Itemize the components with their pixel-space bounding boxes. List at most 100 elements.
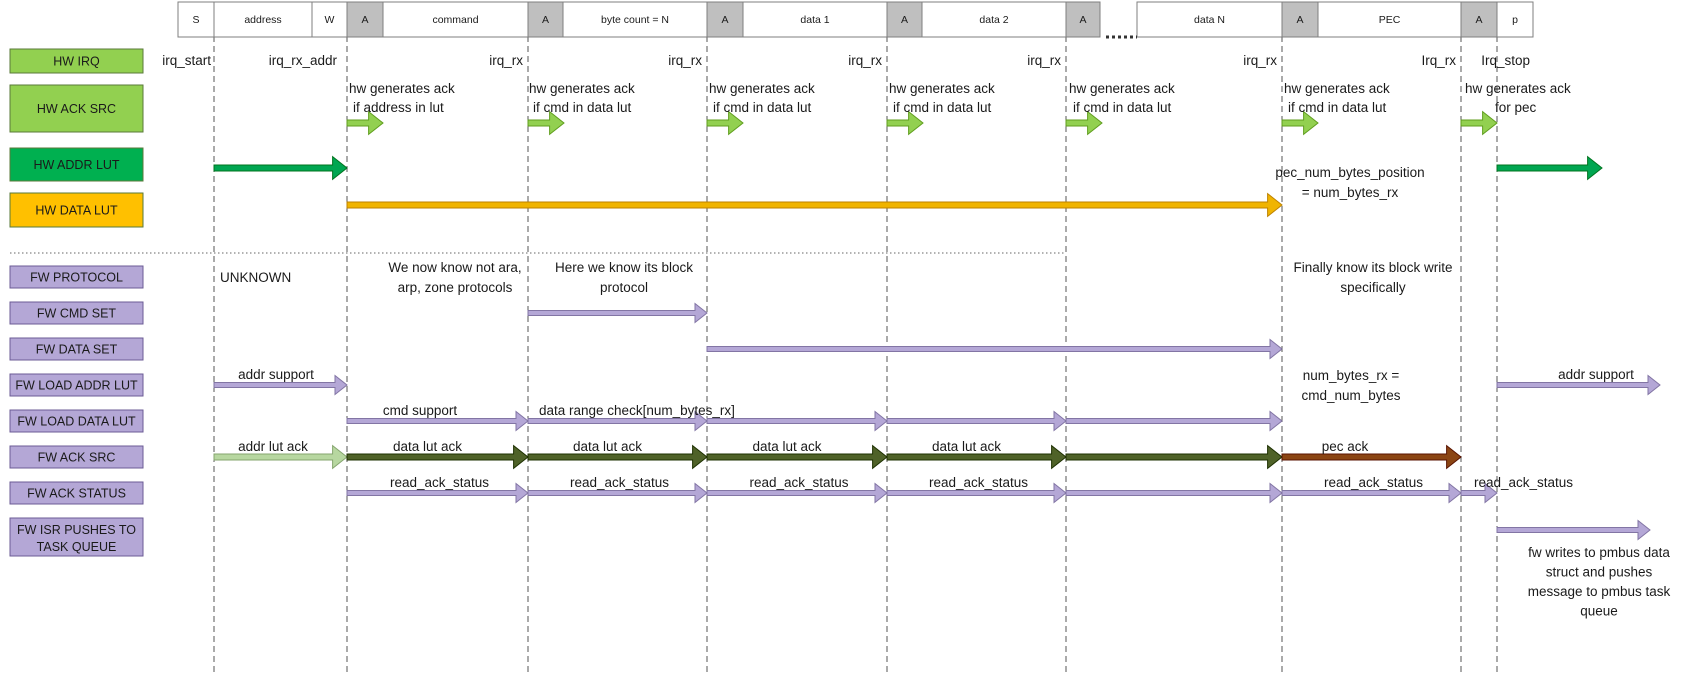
fw-lane-label: FW DATA SET: [36, 343, 118, 357]
protocol-unknown-note: UNKNOWN: [220, 270, 291, 285]
read-ack-status-label: read_ack_status: [1474, 475, 1573, 490]
fw-data-set-arrow: [706, 338, 1283, 360]
frame-cell: [921, 1, 1067, 38]
fw-ack-status-arrow: [1065, 482, 1283, 504]
read-ack-status-label: read_ack_status: [570, 475, 669, 490]
frame-cell-label: A: [1079, 14, 1086, 26]
fw-load-addr-lut-arrow: [213, 374, 348, 396]
frame-cell-label: W: [325, 14, 335, 26]
hw-addr-lut-arrow: [213, 155, 348, 181]
read-ack-status-label: read_ack_status: [390, 475, 489, 490]
frame-cell-label: PEC: [1379, 14, 1401, 26]
fw-lane-label-box: [9, 409, 144, 433]
fw-load-data-lut-arrow: [706, 410, 888, 432]
data-lut-ack-label: data lut ack: [393, 439, 462, 454]
fw-cmd-set-arrow: [527, 302, 708, 324]
pec-ack-label: pec ack: [1322, 439, 1369, 454]
frame-ack-cell: [527, 1, 564, 38]
frame-ack-cell: [1460, 1, 1498, 38]
fw-ack-status-arrow: [1281, 482, 1462, 504]
fw-ack-status-arrow: [346, 482, 529, 504]
hw-lane-label-box: [9, 48, 144, 74]
irq-label: irq_rx: [489, 53, 523, 68]
hw-ack-arrow: [527, 110, 565, 136]
addr-support-label: addr support: [238, 367, 314, 382]
data-range-check-label: data range check[num_bytes_rx]: [539, 403, 735, 418]
hw-ack-arrow: [346, 110, 384, 136]
fw-lane-label: FW CMD SET: [37, 307, 117, 321]
pec-position-note: pec_num_bytes_position= num_bytes_rx: [1275, 165, 1424, 200]
fw-data-lut-ack-arrow: [1065, 444, 1283, 470]
fw-pec-ack-arrow: [1281, 444, 1462, 470]
fw-load-addr-lut-arrow: [1496, 374, 1661, 396]
frame-cell-label: command: [432, 14, 478, 26]
addr-lut-ack-label: addr lut ack: [238, 439, 308, 454]
irq-label: irq_rx_addr: [269, 53, 338, 68]
frame-cell: [382, 1, 529, 38]
irq-label: irq_rx: [1027, 53, 1061, 68]
fw-lane-label-box: [9, 481, 144, 505]
data-lut-ack-label: data lut ack: [752, 439, 821, 454]
data-lut-ack-label: data lut ack: [932, 439, 1001, 454]
fw-data-lut-ack-arrow: [527, 444, 708, 470]
addr-support-label: addr support: [1558, 367, 1634, 382]
fw-lane-label-box: [9, 337, 144, 361]
fw-isr-push-arrow: [1496, 519, 1651, 541]
data-lut-ack-label: data lut ack: [573, 439, 642, 454]
fw-lane-label: FW ACK STATUS: [27, 487, 126, 501]
frame-cell-label: data N: [1194, 14, 1225, 26]
frame-cell-label: A: [1475, 14, 1482, 26]
fw-ack-status-arrow: [1460, 482, 1498, 504]
hw-ack-arrow: [1281, 110, 1319, 136]
fw-ack-status-arrow: [527, 482, 708, 504]
frame-cell: [742, 1, 888, 38]
fw-load-data-lut-arrow: [346, 410, 529, 432]
hw-ack-arrow: [706, 110, 744, 136]
fw-lane-label-box: [9, 445, 144, 469]
fw-lane-label: FW PROTOCOL: [30, 271, 123, 285]
fw-ack-status-arrow: [706, 482, 888, 504]
fw-ack-status-arrow: [886, 482, 1067, 504]
hw-lane-label: HW ACK SRC: [37, 102, 116, 116]
frame-cell-label: A: [1296, 14, 1303, 26]
fw-load-data-lut-arrow: [1065, 410, 1283, 432]
frame-cell-label: A: [542, 14, 549, 26]
irq-label: irq_start: [162, 53, 211, 68]
frame-ack-cell: [1281, 1, 1319, 38]
irq-label: Irq_stop: [1481, 53, 1530, 68]
hw-lane-label: HW IRQ: [53, 55, 100, 69]
fw-data-lut-ack-arrow: [706, 444, 888, 470]
hw-ack-arrow: [1460, 110, 1498, 136]
frame-cell: [1317, 1, 1462, 38]
frame-cell-label: A: [721, 14, 728, 26]
frame-cell-label: A: [901, 14, 908, 26]
fw-lane-label-box: [9, 265, 144, 289]
frame-cell: [213, 1, 313, 38]
frame-cell-label: data 1: [800, 14, 829, 26]
frame-cell-label: data 2: [979, 14, 1008, 26]
frame-cell-label: A: [361, 14, 368, 26]
fw-lane-label: FW LOAD DATA LUT: [17, 415, 136, 429]
frame-cell: [1136, 1, 1283, 38]
fw-load-data-lut-arrow: [886, 410, 1067, 432]
irq-label: Irq_rx: [1421, 53, 1456, 68]
num-bytes-note: num_bytes_rx =cmd_num_bytes: [1301, 368, 1400, 403]
read-ack-status-label: read_ack_status: [749, 475, 848, 490]
hw-lane-label-box: [9, 84, 144, 133]
cmd-support-label: cmd support: [383, 403, 458, 418]
frame-cell: [1496, 1, 1534, 38]
hw-lane-label: HW ADDR LUT: [33, 158, 119, 172]
fw-load-data-lut-arrow: [527, 410, 708, 432]
irq-label: irq_rx: [848, 53, 882, 68]
read-ack-status-label: read_ack_status: [929, 475, 1028, 490]
